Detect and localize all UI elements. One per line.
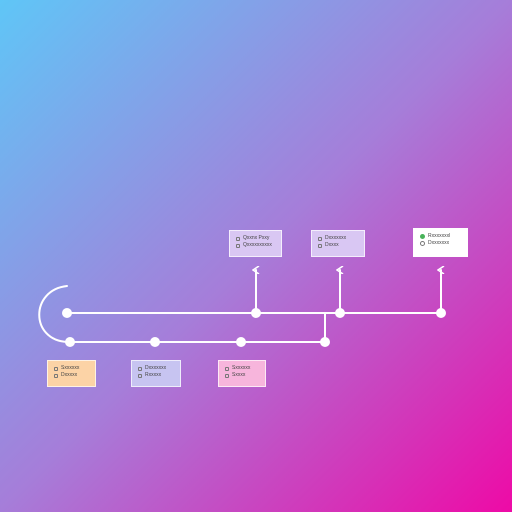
node-lower-1	[65, 337, 75, 347]
card-text-line2: Sxxxx	[232, 372, 246, 378]
document-icon	[225, 366, 229, 371]
milestone-card-top-3: Rxxxxxxxl Dxxxxxxx	[413, 228, 468, 257]
document-icon	[225, 373, 229, 378]
node-upper-1	[251, 308, 261, 318]
card-text-line1: Qxxnx Pxxy	[243, 235, 270, 241]
document-icon	[318, 236, 322, 241]
node-lower-3	[236, 337, 246, 347]
card-text-line2: Dxxxxx	[61, 372, 78, 378]
document-icon	[138, 373, 142, 378]
milestone-card-top-2: Dxxxxxxx Dxxxx	[311, 230, 365, 257]
card-text-line1: Sxxxxxx	[61, 365, 80, 371]
document-icon	[236, 243, 240, 248]
document-icon	[54, 366, 58, 371]
node-upper-start	[62, 308, 72, 318]
milestone-card-bottom-3: Sxxxxxx Sxxxx	[218, 360, 266, 387]
card-text-line1: Dxxxxxxx	[325, 235, 347, 241]
circle-icon	[420, 241, 425, 246]
document-icon	[54, 373, 58, 378]
milestone-card-bottom-1: Sxxxxxx Dxxxxx	[47, 360, 96, 387]
card-text-line1: Dxxxxxxx	[145, 365, 167, 371]
card-text-line2: Rxxxxx	[145, 372, 162, 378]
document-icon	[236, 236, 240, 241]
node-lower-2	[150, 337, 160, 347]
milestone-card-top-1: Qxxnx Pxxy Qxxxxxxxxxx	[229, 230, 282, 257]
node-upper-3	[436, 308, 446, 318]
start-curve	[38, 285, 68, 343]
checkmark-icon	[420, 234, 425, 239]
card-text-line2: Qxxxxxxxxxx	[243, 242, 272, 248]
milestone-card-bottom-2: Dxxxxxxx Rxxxxx	[131, 360, 181, 387]
node-lower-4	[320, 337, 330, 347]
card-text-line2: Dxxxxxxx	[428, 240, 450, 246]
card-text-line1: Rxxxxxxxl	[428, 233, 451, 239]
node-upper-2	[335, 308, 345, 318]
document-icon	[318, 243, 322, 248]
card-text-line1: Sxxxxxx	[232, 365, 251, 371]
document-icon	[138, 366, 142, 371]
card-text-line2: Dxxxx	[325, 242, 339, 248]
